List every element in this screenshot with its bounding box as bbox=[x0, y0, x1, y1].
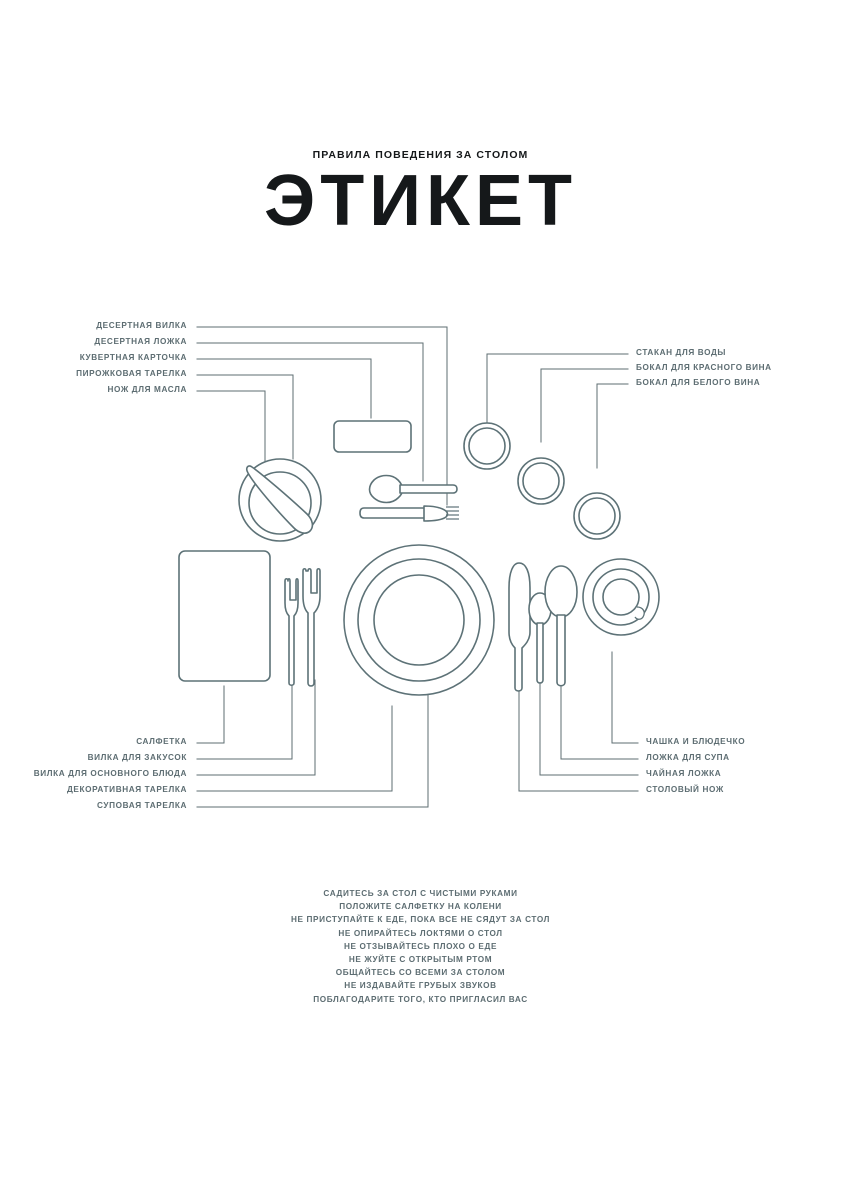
dessert-fork-neck bbox=[423, 505, 449, 522]
leader-dessert-fork bbox=[196, 326, 448, 506]
leader-place-card bbox=[196, 358, 372, 419]
leader-soup-plate bbox=[196, 681, 429, 808]
callout-dinner-knife: СТОЛОВЫЙ НОЖ bbox=[646, 785, 724, 794]
cup-handle bbox=[634, 606, 645, 620]
salad-fork bbox=[284, 577, 299, 687]
poster-header: ПРАВИЛА ПОВЕДЕНИЯ ЗА СТОЛОМ ЭТИКЕТ bbox=[0, 149, 841, 241]
callout-dinner-fork: ВИЛКА ДЛЯ ОСНОВНОГО БЛЮДА bbox=[33, 769, 187, 778]
leader-water-glass bbox=[486, 353, 629, 424]
dessert-spoon-bowl bbox=[368, 474, 404, 504]
etiquette-rules-list: САДИТЕСЬ ЗА СТОЛ С ЧИСТЫМИ РУКАМИ ПОЛОЖИ… bbox=[0, 887, 841, 1006]
leader-teaspoon bbox=[539, 672, 639, 776]
callout-teaspoon: ЧАЙНАЯ ЛОЖКА bbox=[646, 769, 722, 778]
poster-kicker: ПРАВИЛА ПОВЕДЕНИЯ ЗА СТОЛОМ bbox=[312, 149, 529, 161]
callout-red-wine-glass: БОКАЛ ДЛЯ КРАСНОГО ВИНА bbox=[636, 363, 772, 372]
leader-cup-and-saucer bbox=[611, 651, 639, 744]
callout-soup-spoon: ЛОЖКА ДЛЯ СУПА bbox=[646, 753, 730, 762]
leader-dinner-fork bbox=[196, 679, 316, 776]
white-wine-glass-inner bbox=[578, 497, 616, 535]
callout-water-glass: СТАКАН ДЛЯ ВОДЫ bbox=[636, 348, 727, 357]
leader-dinner-knife bbox=[518, 683, 639, 792]
soup-spoon-handle bbox=[556, 614, 566, 687]
red-wine-glass-inner bbox=[522, 462, 560, 500]
callout-butter-knife: НОЖ ДЛЯ МАСЛА bbox=[107, 385, 187, 394]
napkin bbox=[178, 550, 271, 682]
callout-salad-fork: ВИЛКА ДЛЯ ЗАКУСОК bbox=[87, 753, 187, 762]
leader-dessert-spoon bbox=[196, 342, 424, 482]
dinner-fork bbox=[302, 567, 321, 687]
callout-bread-plate: ПИРОЖКОВАЯ ТАРЕЛКА bbox=[76, 369, 187, 378]
rule-item: ПОБЛАГОДАРИТЕ ТОГО, КТО ПРИГЛАСИЛ ВАС bbox=[313, 994, 528, 1004]
soup-spoon-bowl bbox=[544, 565, 578, 618]
leader-butter-knife bbox=[196, 390, 266, 463]
callout-soup-plate: СУПОВАЯ ТАРЕЛКА bbox=[96, 801, 187, 810]
rule-item: НЕ ОПИРАЙТЕСЬ ЛОКТЯМИ О СТОЛ bbox=[338, 928, 503, 938]
callout-cup-and-saucer: ЧАШКА И БЛЮДЕЧКО bbox=[646, 737, 746, 746]
soup-plate-ring bbox=[373, 574, 465, 666]
rule-item: САДИТЕСЬ ЗА СТОЛ С ЧИСТЫМИ РУКАМИ bbox=[323, 889, 518, 898]
rule-item: НЕ ИЗДАВАЙТЕ ГРУБЫХ ЗВУКОВ bbox=[344, 981, 497, 991]
rule-item: НЕ ОТЗЫВАЙТЕСЬ ПЛОХО О ЕДЕ bbox=[343, 941, 498, 951]
callout-dessert-fork: ДЕСЕРТНАЯ ВИЛКА bbox=[96, 321, 187, 330]
leader-charger-plate bbox=[196, 705, 393, 792]
callout-dessert-spoon: ДЕСЕРТНАЯ ЛОЖКА bbox=[94, 337, 187, 346]
rule-item: ПОЛОЖИТЕ САЛФЕТКУ НА КОЛЕНИ bbox=[339, 902, 502, 912]
dessert-fork-handle bbox=[359, 507, 430, 519]
teaspoon-handle bbox=[536, 622, 544, 684]
page-title: ЭТИКЕТ bbox=[264, 160, 577, 241]
place-card bbox=[333, 420, 412, 453]
rule-item: НЕ ПРИСТУПАЙТЕ К ЕДЕ, ПОКА ВСЕ НЕ СЯДУТ … bbox=[291, 915, 550, 925]
callout-charger-plate: ДЕКОРАТИВНАЯ ТАРЕЛКА bbox=[66, 785, 187, 794]
leader-salad-fork bbox=[196, 681, 293, 760]
rule-item: НЕ ЖУЙТЕ С ОТКРЫТЫМ РТОМ bbox=[348, 955, 493, 965]
leader-soup-spoon bbox=[560, 681, 639, 760]
leader-white-wine-glass bbox=[596, 383, 629, 469]
water-glass-inner bbox=[468, 427, 506, 465]
butter-knife bbox=[245, 465, 314, 534]
dinner-knife bbox=[508, 562, 531, 692]
callout-place-card: КУВЕРТНАЯ КАРТОЧКА bbox=[79, 353, 187, 362]
leader-bread-plate bbox=[196, 374, 294, 460]
leader-red-wine-glass bbox=[540, 368, 629, 443]
rule-item: ОБЩАЙТЕСЬ СО ВСЕМИ ЗА СТОЛОМ bbox=[335, 968, 506, 978]
callout-napkin: САЛФЕТКА bbox=[136, 737, 187, 746]
dessert-spoon-handle bbox=[399, 484, 458, 494]
dessert-fork-tines bbox=[446, 506, 459, 520]
callout-white-wine-glass: БОКАЛ ДЛЯ БЕЛОГО ВИНА bbox=[636, 378, 761, 387]
cup-rim bbox=[602, 578, 640, 616]
leader-napkin bbox=[196, 685, 225, 744]
